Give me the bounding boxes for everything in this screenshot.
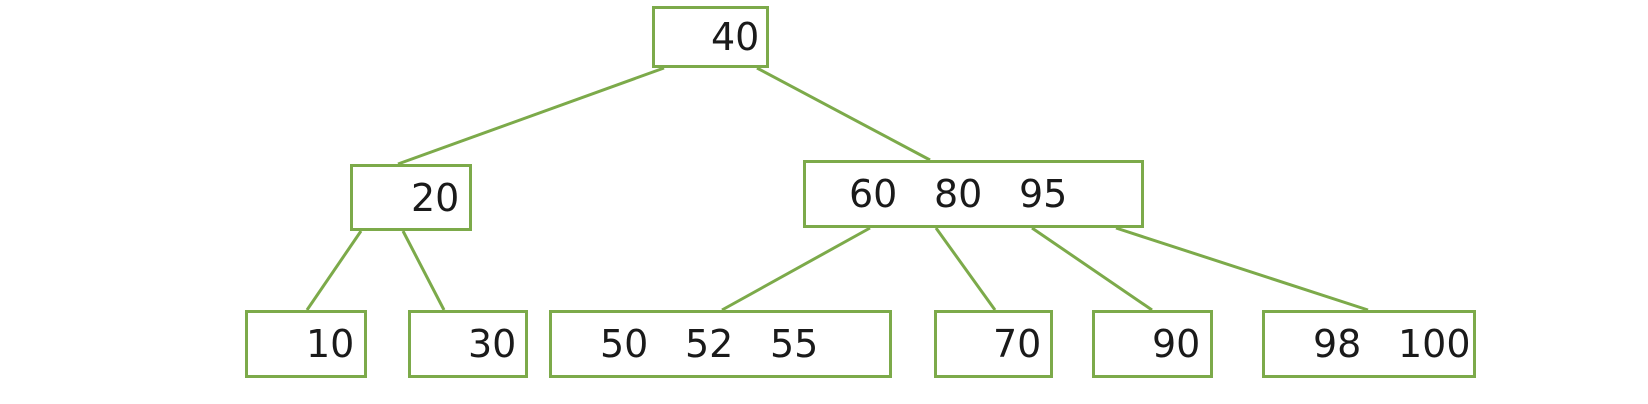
node-key: 20: [411, 175, 460, 220]
node-key: 40: [711, 15, 760, 59]
tree-node-leaf-90[interactable]: 90: [1092, 310, 1213, 378]
tree-node-leaf-50-52-55[interactable]: 50 52 55: [549, 310, 892, 378]
tree-node-leaf-98-100[interactable]: 98 100: [1262, 310, 1476, 378]
node-key: 90: [1152, 322, 1201, 366]
node-key: 80: [934, 172, 983, 216]
node-key: 50: [600, 322, 649, 366]
tree-node-internal-left[interactable]: 20: [350, 164, 472, 231]
node-key: 70: [993, 322, 1042, 366]
tree-node-leaf-30[interactable]: 30: [408, 310, 528, 378]
node-key: 60: [849, 172, 898, 216]
node-key: 95: [1019, 172, 1068, 216]
node-key: 10: [306, 322, 355, 366]
node-key: 100: [1398, 322, 1471, 366]
tree-node-leaf-10[interactable]: 10: [245, 310, 367, 378]
node-key: 30: [468, 322, 517, 366]
node-key: 52: [685, 322, 734, 366]
tree-node-internal-right[interactable]: 60 80 95: [803, 160, 1144, 228]
node-key: 98: [1313, 322, 1362, 366]
tree-node-root[interactable]: 40: [652, 6, 769, 68]
node-key: 55: [770, 322, 819, 366]
tree-node-leaf-70[interactable]: 70: [934, 310, 1053, 378]
